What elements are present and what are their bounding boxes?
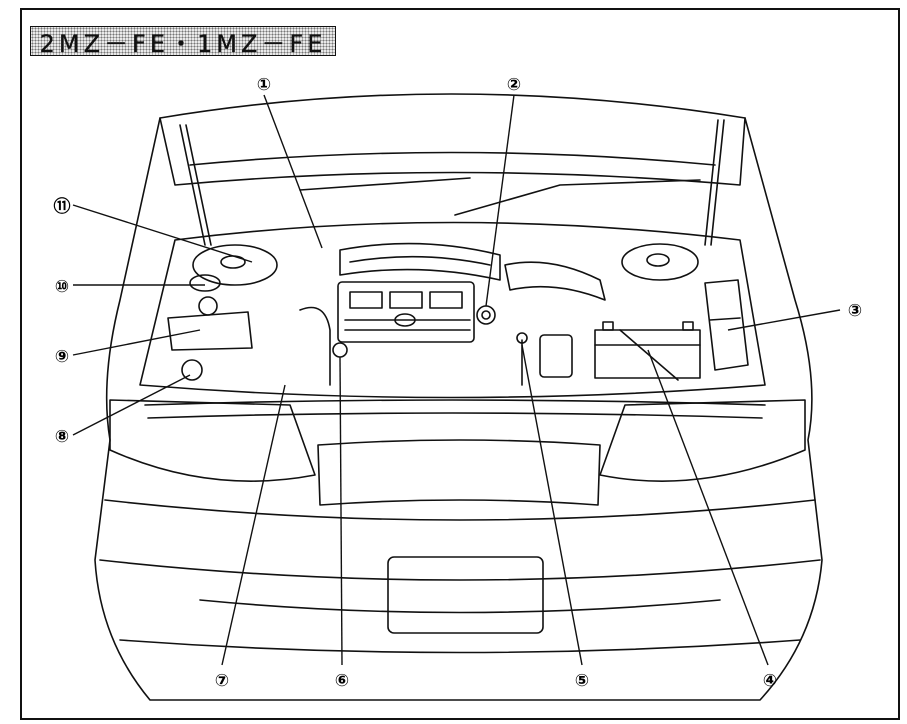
callout-7: ⑦ <box>215 671 229 691</box>
power-steering-reservoir <box>181 359 203 381</box>
battery <box>594 329 701 379</box>
title-box: 2MZ－FE・1MZ－FE <box>30 26 336 58</box>
callout-10: ⑩ <box>55 277 69 297</box>
callout-1: ① <box>257 75 271 95</box>
headlight-right <box>599 399 806 482</box>
leader-1 <box>263 94 323 249</box>
leader-4 <box>647 349 769 666</box>
hood-strut-right <box>704 119 719 246</box>
strut-tower-left <box>192 244 278 286</box>
fuse-box <box>704 279 749 371</box>
engine-cover <box>337 281 475 343</box>
brake-reservoir <box>539 334 573 378</box>
callout-6: ⑥ <box>335 671 349 691</box>
wiper-right <box>454 179 701 216</box>
grille <box>317 439 601 506</box>
leader-7 <box>221 384 286 666</box>
intake-manifold <box>339 242 501 281</box>
license-plate <box>387 556 544 634</box>
callout-3: ③ <box>848 301 862 321</box>
leader-lines <box>72 94 841 666</box>
coolant-reservoir <box>189 274 221 292</box>
radiator-hose <box>299 306 331 386</box>
callout-2: ② <box>507 75 521 95</box>
front-bumper <box>104 499 816 521</box>
leader-6 <box>339 356 343 666</box>
engine-bay-rim <box>139 221 766 399</box>
radiator-cap <box>332 342 348 358</box>
hood-strut-left <box>179 124 206 246</box>
hood-outline <box>159 93 746 186</box>
strut-tower-right <box>621 243 699 281</box>
lower-intake <box>199 599 721 614</box>
callout-5: ⑤ <box>575 671 589 691</box>
washer-tank <box>167 311 253 351</box>
callout-11: ⑪ <box>54 196 71 217</box>
figure-frame <box>20 8 900 720</box>
title-text: 2MZ－FE・1MZ－FE <box>39 29 327 58</box>
leader-11 <box>72 204 253 263</box>
callouts: ① ② ③ ④ ⑤ ⑥ ⑦ ⑧ ⑨ ⑩ ⑪ <box>54 75 863 691</box>
wiper-left <box>299 177 471 191</box>
leader-8 <box>72 374 191 436</box>
callout-9: ⑨ <box>55 347 69 367</box>
leader-2 <box>485 94 515 307</box>
oil-filler-cap <box>476 305 496 325</box>
leader-9 <box>72 329 201 356</box>
leader-5 <box>521 344 583 666</box>
air-duct <box>504 261 606 301</box>
headlight-left <box>109 399 316 482</box>
callout-4: ④ <box>763 671 777 691</box>
car-body-outline <box>94 117 823 701</box>
callout-8: ⑧ <box>55 427 69 447</box>
leader-3 <box>727 309 841 331</box>
